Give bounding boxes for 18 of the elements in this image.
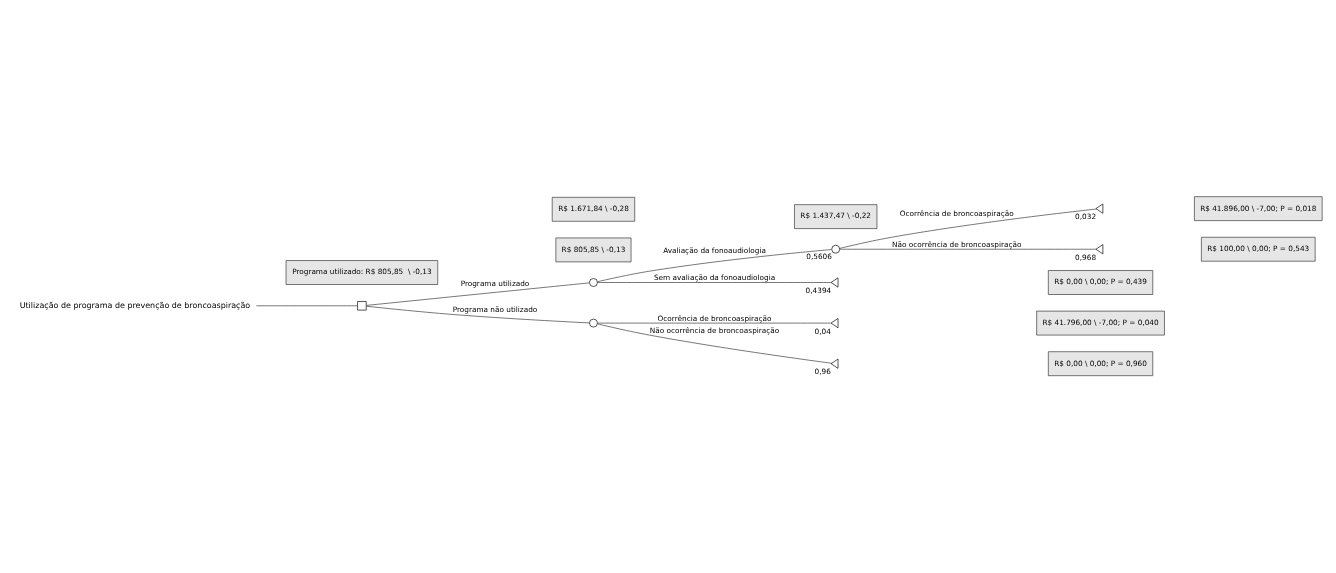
node-box bbox=[357, 301, 367, 311]
node-triangle bbox=[830, 277, 839, 288]
node-triangle bbox=[1095, 244, 1104, 255]
connector bbox=[839, 248, 1097, 250]
node-circle bbox=[589, 318, 598, 328]
connector bbox=[597, 282, 832, 283]
connector bbox=[597, 322, 832, 324]
node-triangle bbox=[830, 318, 839, 329]
connector bbox=[365, 305, 590, 324]
connector bbox=[839, 208, 1097, 249]
node-triangle bbox=[1095, 203, 1104, 214]
connector bbox=[597, 249, 832, 283]
connector bbox=[366, 282, 590, 306]
connector bbox=[597, 323, 832, 364]
connector bbox=[256, 305, 358, 307]
node-circle bbox=[831, 244, 841, 254]
node-circle bbox=[589, 278, 598, 287]
node-triangle bbox=[830, 358, 839, 369]
